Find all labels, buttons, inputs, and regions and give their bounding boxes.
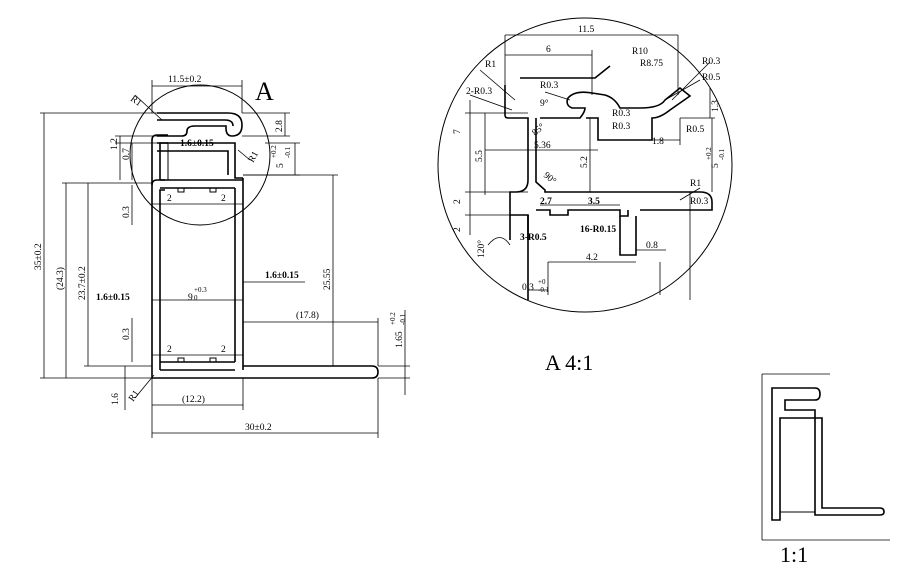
detail-r0-5-c: R0.5 [686, 125, 704, 135]
dim-gap-2-d: 2 [221, 345, 226, 355]
detail-w-1-8: 1.8 [652, 137, 664, 147]
detail-v-5-2: 5.2 [580, 156, 590, 168]
profile-outline [151, 112, 379, 379]
dim-tol-1-65: 1.65 [395, 331, 405, 348]
detail-dimension-labels: 11.5 6 R10 R8.75 R0.3 R0.5 R1 2-R0.3 R0.… [453, 25, 726, 294]
dim-ref-17-8: (17.8) [296, 310, 319, 321]
dim-v-0-3-b: 0.3 [122, 328, 132, 340]
detail-r0-3-c2: R0.3 [612, 122, 630, 132]
detail-r0-3-br: R0.3 [690, 197, 708, 207]
dim-ref-24-3: (24.3) [55, 267, 66, 290]
detail-dimension-lines [465, 34, 715, 300]
main-dimension-labels: 11.5±0.2 R1 2.8 5 +0.2 -0.1 R1 1.2 0.7 1… [34, 75, 407, 433]
detail-w-0-8: 0.8 [646, 241, 658, 251]
detail-r0-3-mid: R0.3 [540, 81, 558, 91]
detail-r10: R10 [632, 47, 648, 57]
dim-tol-1-65-sub: -0.1 [399, 313, 407, 325]
dim-tol-5-sup: +0.2 [270, 145, 278, 158]
detail-v-5-tol: 5 [711, 163, 721, 168]
detail-two-r0-3: 2-R0.3 [466, 87, 492, 97]
detail-marker-a: A [255, 77, 274, 106]
detail-r1-br: R1 [690, 179, 701, 189]
dim-total-w: 30±0.2 [245, 423, 272, 433]
detail-w-0-3-sup: +0 [538, 278, 546, 286]
dim-inner-w-sub: 0 [194, 294, 198, 302]
dim-thick-left: 1.6±0.15 [96, 293, 130, 303]
dim-thick-top: 1.6±0.15 [180, 139, 214, 149]
dim-gap-2-a: 2 [167, 194, 172, 204]
detail-v-5-sub: -0.1 [718, 148, 726, 160]
detail-r0-3-tr: R0.3 [702, 57, 720, 67]
dim-v-1-6: 1.6 [111, 393, 121, 405]
detail-r8-75: R8.75 [640, 59, 663, 69]
detail-w-0-3-sub: -0.1 [538, 286, 550, 294]
dim-total-h: 35±0.2 [34, 243, 44, 270]
dim-thick-right: 1.6±0.15 [265, 271, 299, 281]
dim-ref-12-2: (12.2) [182, 394, 205, 405]
detail-v-5-5: 5.5 [475, 150, 485, 162]
detail-circle-a [129, 84, 271, 226]
dim-r1-bottom: R1 [127, 389, 142, 404]
detail-v-2-a: 2 [453, 199, 463, 204]
dim-gap-2-b: 2 [221, 194, 226, 204]
dim-v-1-2: 1.2 [110, 138, 120, 150]
dim-v-25-55: 25.55 [323, 268, 333, 290]
detail-w-11-5: 11.5 [578, 25, 595, 35]
dim-tol-5: 5 [276, 163, 286, 168]
detail-w-4-2: 4.2 [586, 253, 598, 263]
detail-ang-9: 9° [540, 98, 549, 109]
scale-view: 1:1 [761, 373, 890, 567]
scale-label: 1:1 [780, 542, 808, 567]
detail-r0-5-tr: R0.5 [702, 73, 720, 83]
detail-three-r0-5: 3-R0.5 [520, 233, 547, 243]
detail-profile [504, 65, 713, 300]
dim-r1-top: R1 [128, 94, 143, 109]
detail-w-3-5: 3.5 [588, 197, 600, 207]
detail-w-2-7: 2.7 [540, 197, 552, 207]
dimension-lines [40, 80, 410, 438]
dim-tol-5-sub: -0.1 [284, 146, 292, 158]
detail-w-5-36: 5.36 [534, 141, 551, 151]
detail-view: 11.5 6 R10 R8.75 R0.3 R0.5 R1 2-R0.3 R0.… [437, 17, 733, 375]
detail-v-7: 7 [453, 129, 463, 134]
detail-v-5-sup: +0.2 [705, 147, 713, 160]
detail-v-2-b: 2 [453, 227, 463, 232]
dim-r1-right: R1 [247, 150, 261, 165]
dim-v-0-3-a: 0.3 [122, 206, 132, 218]
detail-sixteen-r0-15: 16-R0.15 [580, 225, 616, 235]
detail-r0-3-c1: R0.3 [612, 109, 630, 119]
dim-top-width: 11.5±0.2 [168, 75, 202, 85]
dim-tol-1-65-sup: +0.2 [389, 312, 397, 325]
detail-circle [437, 17, 733, 313]
dim-v-0-7: 0.7 [122, 148, 132, 160]
detail-w-6: 6 [546, 45, 551, 55]
detail-ang-85: 85° [530, 121, 547, 138]
detail-ang-120: 120° [476, 240, 487, 258]
detail-w-0-3: 0.3 [522, 283, 534, 293]
detail-r1-tl: R1 [485, 60, 496, 70]
dim-gap-2-c: 2 [167, 345, 172, 355]
dim-inner-w: 9 [188, 293, 193, 303]
main-view: A [34, 75, 410, 438]
dim-h-2-8: 2.8 [275, 120, 285, 132]
dim-v-23-7: 23.7±0.2 [78, 266, 88, 300]
detail-ang-90: 90° [541, 170, 558, 187]
detail-h-1-3: 1.3 [711, 100, 721, 112]
dim-inner-w-sup: +0.3 [194, 286, 207, 294]
detail-title: A 4:1 [545, 350, 593, 375]
